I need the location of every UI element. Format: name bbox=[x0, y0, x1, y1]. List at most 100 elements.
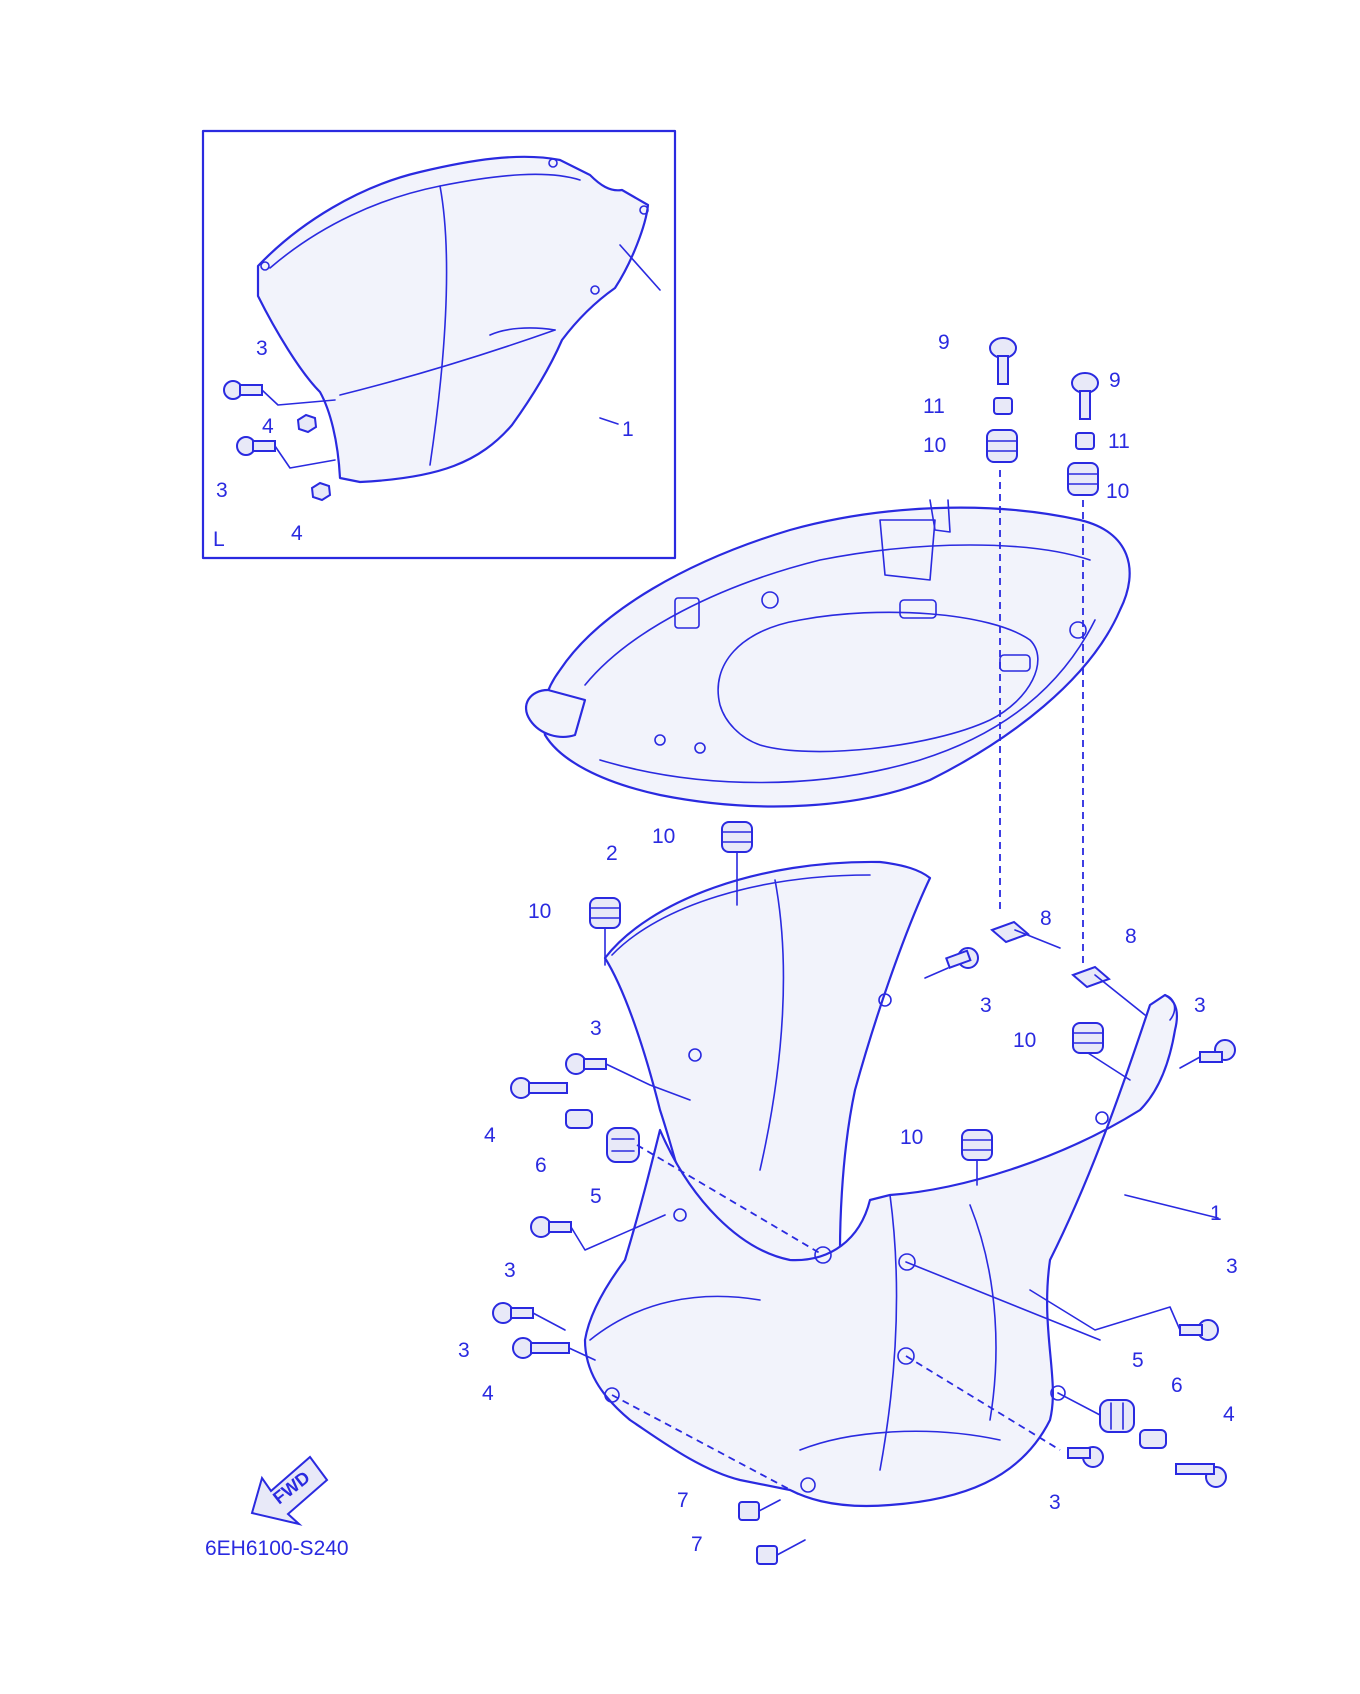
callout: 10 bbox=[1013, 1029, 1036, 1052]
leader bbox=[1094, 974, 1146, 1016]
tray-bracket bbox=[674, 597, 700, 629]
callout: 1 bbox=[1210, 1202, 1222, 1225]
screw-3-left-c bbox=[492, 1302, 534, 1324]
tray-mount-tower bbox=[879, 519, 936, 581]
inset-left-side-view: L bbox=[201, 129, 677, 560]
fwd-arrow: FWD bbox=[250, 1455, 329, 1526]
callout: 4 bbox=[484, 1124, 496, 1147]
mount-hole bbox=[1095, 1111, 1109, 1125]
bottom-cowling-tray bbox=[524, 499, 1131, 808]
callout: 10 bbox=[652, 825, 675, 848]
callout: 3 bbox=[1049, 1491, 1061, 1514]
callout: 7 bbox=[691, 1533, 703, 1556]
leader bbox=[605, 1063, 691, 1101]
tray-center-well bbox=[717, 611, 1039, 753]
callout: 11 bbox=[1108, 430, 1130, 453]
callout: 2 bbox=[606, 842, 618, 865]
callout: 11 bbox=[923, 395, 945, 418]
callout: 3 bbox=[256, 337, 268, 360]
inset-label: L bbox=[213, 528, 225, 551]
assembly-line bbox=[905, 1261, 1101, 1341]
grommet-10-c bbox=[1072, 1022, 1104, 1054]
bolt-4-left-b bbox=[512, 1337, 570, 1359]
callout: 3 bbox=[1226, 1255, 1238, 1278]
body-flange bbox=[1149, 994, 1176, 1021]
tray-slot bbox=[899, 599, 937, 619]
callout: 3 bbox=[1194, 994, 1206, 1017]
inset-nut-4b bbox=[310, 481, 332, 502]
callout: 4 bbox=[291, 522, 303, 545]
inset-screw-3b bbox=[236, 436, 276, 456]
leader bbox=[532, 1312, 566, 1331]
mount-hole bbox=[814, 1246, 832, 1264]
mount-hole bbox=[800, 1477, 816, 1493]
leader bbox=[776, 1539, 806, 1556]
inset-boss bbox=[639, 205, 649, 215]
inset-contour bbox=[429, 185, 448, 466]
screw-3-upper-mid bbox=[945, 947, 979, 969]
diagram-code: 6EH6100-S240 bbox=[205, 1537, 349, 1560]
leader bbox=[568, 1347, 596, 1361]
grommet-5-left bbox=[606, 1127, 640, 1163]
callout: 5 bbox=[590, 1185, 602, 1208]
leader bbox=[570, 1214, 666, 1251]
body-lower-lip bbox=[589, 1295, 761, 1341]
tray-boss bbox=[654, 734, 666, 746]
grommet-5-right bbox=[1099, 1399, 1135, 1433]
screw-3-upper-right bbox=[1199, 1039, 1236, 1063]
leader bbox=[1014, 929, 1061, 949]
lower-cowling-assembly bbox=[583, 860, 1179, 1508]
clip-8-left bbox=[990, 920, 1030, 944]
tray-inner-rim bbox=[584, 544, 1091, 686]
body-bottom-lip bbox=[799, 1430, 1001, 1451]
leader bbox=[924, 967, 949, 979]
port-contour bbox=[759, 879, 785, 1171]
nut-7-lower bbox=[756, 1545, 778, 1565]
assembly-line bbox=[1057, 1392, 1101, 1416]
collar-6-right bbox=[1139, 1429, 1167, 1449]
callout: 3 bbox=[216, 479, 228, 502]
bottom-cowling-port-2 bbox=[603, 860, 932, 1274]
mount-hole bbox=[688, 1048, 702, 1062]
tray-mount-post bbox=[929, 499, 951, 533]
mount-hole bbox=[1050, 1385, 1066, 1401]
tray-nose bbox=[524, 688, 587, 738]
callout: 6 bbox=[535, 1154, 547, 1177]
mount-hole bbox=[673, 1208, 687, 1222]
inset-opening bbox=[489, 327, 556, 336]
callout: 3 bbox=[504, 1259, 516, 1282]
callout: 3 bbox=[458, 1339, 470, 1362]
inset-boss bbox=[548, 158, 558, 168]
inset-frame bbox=[201, 129, 677, 560]
callout: 5 bbox=[1132, 1349, 1144, 1372]
mount-hole bbox=[897, 1347, 915, 1365]
grommet-10-right bbox=[1067, 462, 1099, 496]
callout: 3 bbox=[980, 994, 992, 1017]
callout: 8 bbox=[1040, 907, 1052, 930]
callout: 7 bbox=[677, 1489, 689, 1512]
inset-boss bbox=[260, 261, 270, 271]
assembly-line bbox=[636, 1144, 824, 1256]
callout: 4 bbox=[1223, 1403, 1235, 1426]
bolt-9-right bbox=[1071, 372, 1099, 420]
leader bbox=[1029, 1289, 1181, 1331]
callout: 10 bbox=[923, 434, 946, 457]
inset-nut-4a bbox=[296, 413, 318, 434]
bolt-9-left bbox=[989, 337, 1017, 385]
mount-hole bbox=[898, 1253, 916, 1271]
collar-11-left bbox=[993, 397, 1013, 415]
bolt-4-right bbox=[1175, 1463, 1227, 1488]
callout: 8 bbox=[1125, 925, 1137, 948]
port-top-rim bbox=[611, 874, 871, 956]
inset-boss bbox=[590, 285, 600, 295]
bolt-4-left-a bbox=[510, 1077, 568, 1099]
tray-inner-floor bbox=[599, 619, 1096, 784]
inset-lower-lip bbox=[339, 329, 556, 396]
mount-hole bbox=[604, 1387, 620, 1403]
inset-bottom-cowling bbox=[256, 155, 650, 484]
inset-leader bbox=[261, 389, 336, 406]
callout: 4 bbox=[482, 1382, 494, 1405]
screw-3-left-b bbox=[530, 1216, 572, 1238]
tray-outline bbox=[542, 506, 1131, 808]
